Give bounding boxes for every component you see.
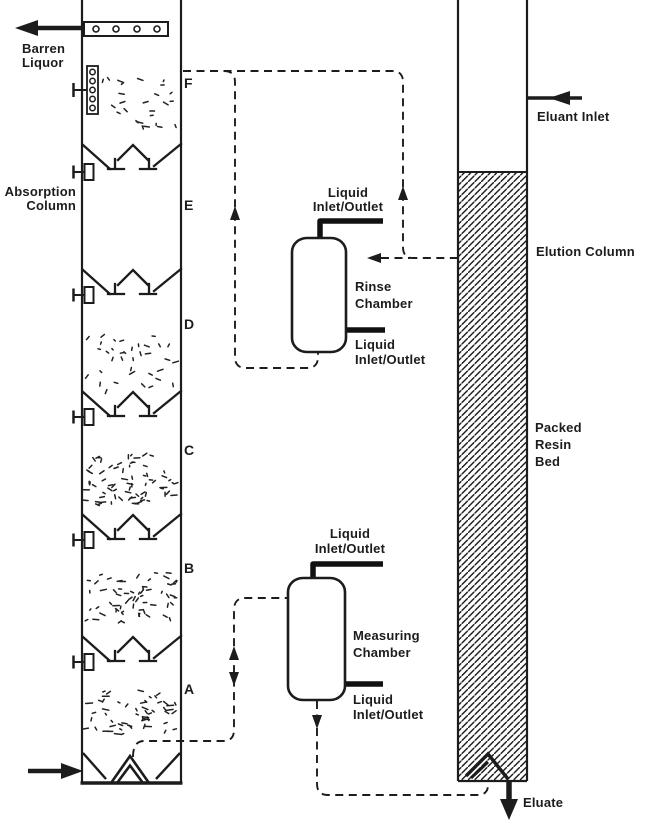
bottom-deflector-chevrons bbox=[82, 752, 181, 784]
measuring-top-port-label-line2: Inlet/Outlet bbox=[315, 541, 386, 556]
measuring-top-port-label-line1: Liquid bbox=[330, 526, 370, 541]
section-label-a: A bbox=[184, 681, 194, 697]
measuring-chamber bbox=[286, 561, 383, 702]
flow-up-arrow-left-loop bbox=[230, 206, 240, 220]
feed-inlet-arrow bbox=[28, 763, 83, 779]
rinse-bottom-port-label-line1: Liquid bbox=[355, 337, 395, 352]
section-label-c: C bbox=[184, 442, 194, 458]
flow-down-arrow-measuring bbox=[229, 672, 239, 686]
eluant-inlet-label: Eluant Inlet bbox=[537, 109, 610, 124]
side-perforated-strip bbox=[72, 65, 99, 115]
measuring-outlet-line bbox=[316, 701, 489, 796]
absorption-column-label-line1: Absorption bbox=[5, 184, 76, 199]
eluate-label: Eluate bbox=[523, 795, 563, 810]
eluant-inlet-arrow bbox=[527, 91, 582, 105]
packed-resin-bed-label-line2: Resin bbox=[535, 437, 571, 452]
measuring-bottom-port-label-line2: Inlet/Outlet bbox=[353, 707, 424, 722]
elution-column-label: Elution Column bbox=[536, 244, 635, 259]
absorption-column-walls bbox=[80, 0, 183, 783]
section-label-e: E bbox=[184, 197, 193, 213]
rinse-chamber-vessel bbox=[290, 236, 348, 354]
outlet-deflector-chevron bbox=[464, 751, 510, 781]
top-distributor bbox=[83, 21, 169, 37]
packed-resin-bed-label-line1: Packed bbox=[535, 420, 582, 435]
measuring-chamber-vessel bbox=[286, 576, 347, 702]
flow-up-arrow-right-loop bbox=[398, 186, 408, 200]
flow-down-arrow-outlet bbox=[312, 715, 322, 729]
distributor-baffles bbox=[81, 142, 183, 663]
measuring-chamber-label-line1: Measuring bbox=[353, 628, 420, 643]
rinse-loop-line-left bbox=[223, 70, 319, 369]
eluate-outlet-arrow bbox=[500, 782, 518, 820]
rinse-top-pipe bbox=[317, 218, 383, 240]
measuring-top-pipe bbox=[310, 561, 383, 580]
flow-up-arrow-measuring bbox=[229, 646, 239, 660]
wall-valves bbox=[72, 163, 95, 671]
measuring-chamber-label-line2: Chamber bbox=[353, 645, 411, 660]
rinse-chamber bbox=[290, 218, 385, 354]
rinse-chamber-label-line1: Rinse bbox=[355, 279, 391, 294]
diagram-labels: Barren Liquor Absorption Column F E D C … bbox=[5, 41, 635, 810]
elution-column-walls bbox=[456, 0, 529, 781]
section-label-f: F bbox=[184, 75, 193, 91]
absorption-column bbox=[15, 0, 183, 785]
measuring-bottom-port-label-line1: Liquid bbox=[353, 692, 393, 707]
barren-liquor-arrow bbox=[15, 20, 84, 36]
rinse-top-port-label-line2: Inlet/Outlet bbox=[313, 199, 384, 214]
packed-resin-bed-label-line3: Bed bbox=[535, 454, 560, 469]
section-label-b: B bbox=[184, 560, 194, 576]
section-label-d: D bbox=[184, 316, 194, 332]
rinse-chamber-label-line2: Chamber bbox=[355, 296, 413, 311]
packed-resin-bed-hatch bbox=[459, 172, 526, 781]
barren-liquor-label-line2: Liquor bbox=[22, 55, 64, 70]
resin-stipple-texture bbox=[81, 76, 180, 736]
absorption-column-label-line2: Column bbox=[26, 198, 76, 213]
rinse-bottom-port-label-line2: Inlet/Outlet bbox=[355, 352, 426, 367]
elution-column bbox=[456, 0, 582, 820]
flow-left-arrow-into-rinse bbox=[367, 253, 381, 263]
rinse-top-port-label-line1: Liquid bbox=[328, 185, 368, 200]
measuring-loop-line bbox=[132, 597, 317, 758]
barren-liquor-label-line1: Barren bbox=[22, 41, 65, 56]
